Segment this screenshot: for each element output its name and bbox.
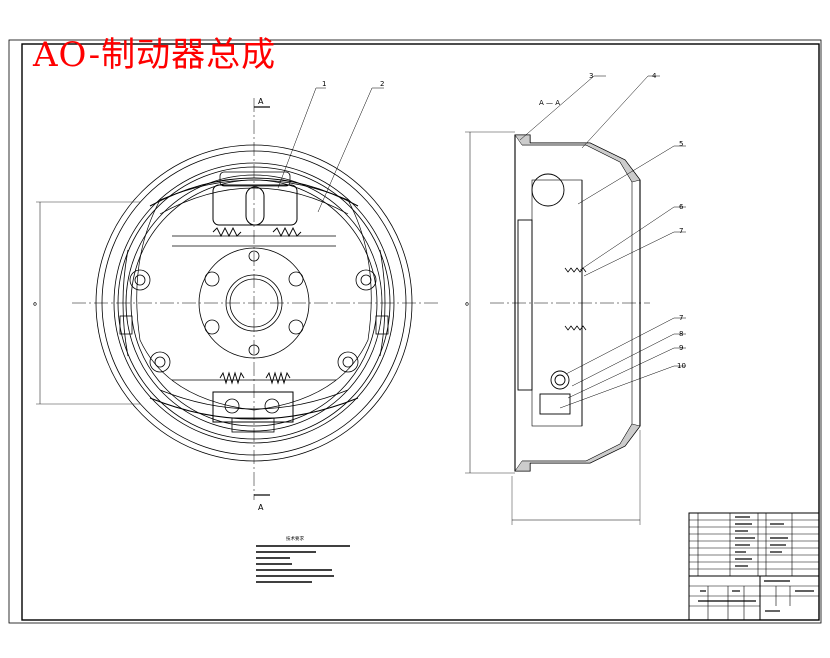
title-block (688, 512, 820, 621)
section-mark-top: A (258, 97, 264, 106)
drawing-title: AO-制动器总成 (33, 35, 277, 75)
title-block-fill (698, 516, 814, 612)
callout-3: 3 (589, 72, 593, 80)
front-dimension-label: Φ (33, 302, 37, 308)
callout-4: 4 (652, 72, 657, 80)
technical-notes (256, 545, 350, 583)
callout-7b: 7 (679, 314, 683, 322)
section-view (465, 75, 686, 525)
callout-8: 8 (679, 330, 683, 338)
inner-frame (21, 43, 820, 621)
callout-2: 2 (380, 80, 384, 88)
callout-9: 9 (679, 344, 683, 352)
callout-5: 5 (679, 140, 683, 148)
callout-7a: 7 (679, 227, 683, 235)
notes-heading: 技术要求 (286, 535, 304, 542)
callout-6: 6 (679, 203, 684, 211)
section-title: A — A (539, 99, 560, 107)
callout-10: 10 (677, 362, 686, 370)
front-view (36, 87, 440, 500)
callout-1: 1 (322, 80, 326, 88)
section-dimension-label: Φ (465, 302, 469, 308)
outer-frame (8, 39, 822, 624)
section-mark-bottom: A (258, 503, 264, 512)
